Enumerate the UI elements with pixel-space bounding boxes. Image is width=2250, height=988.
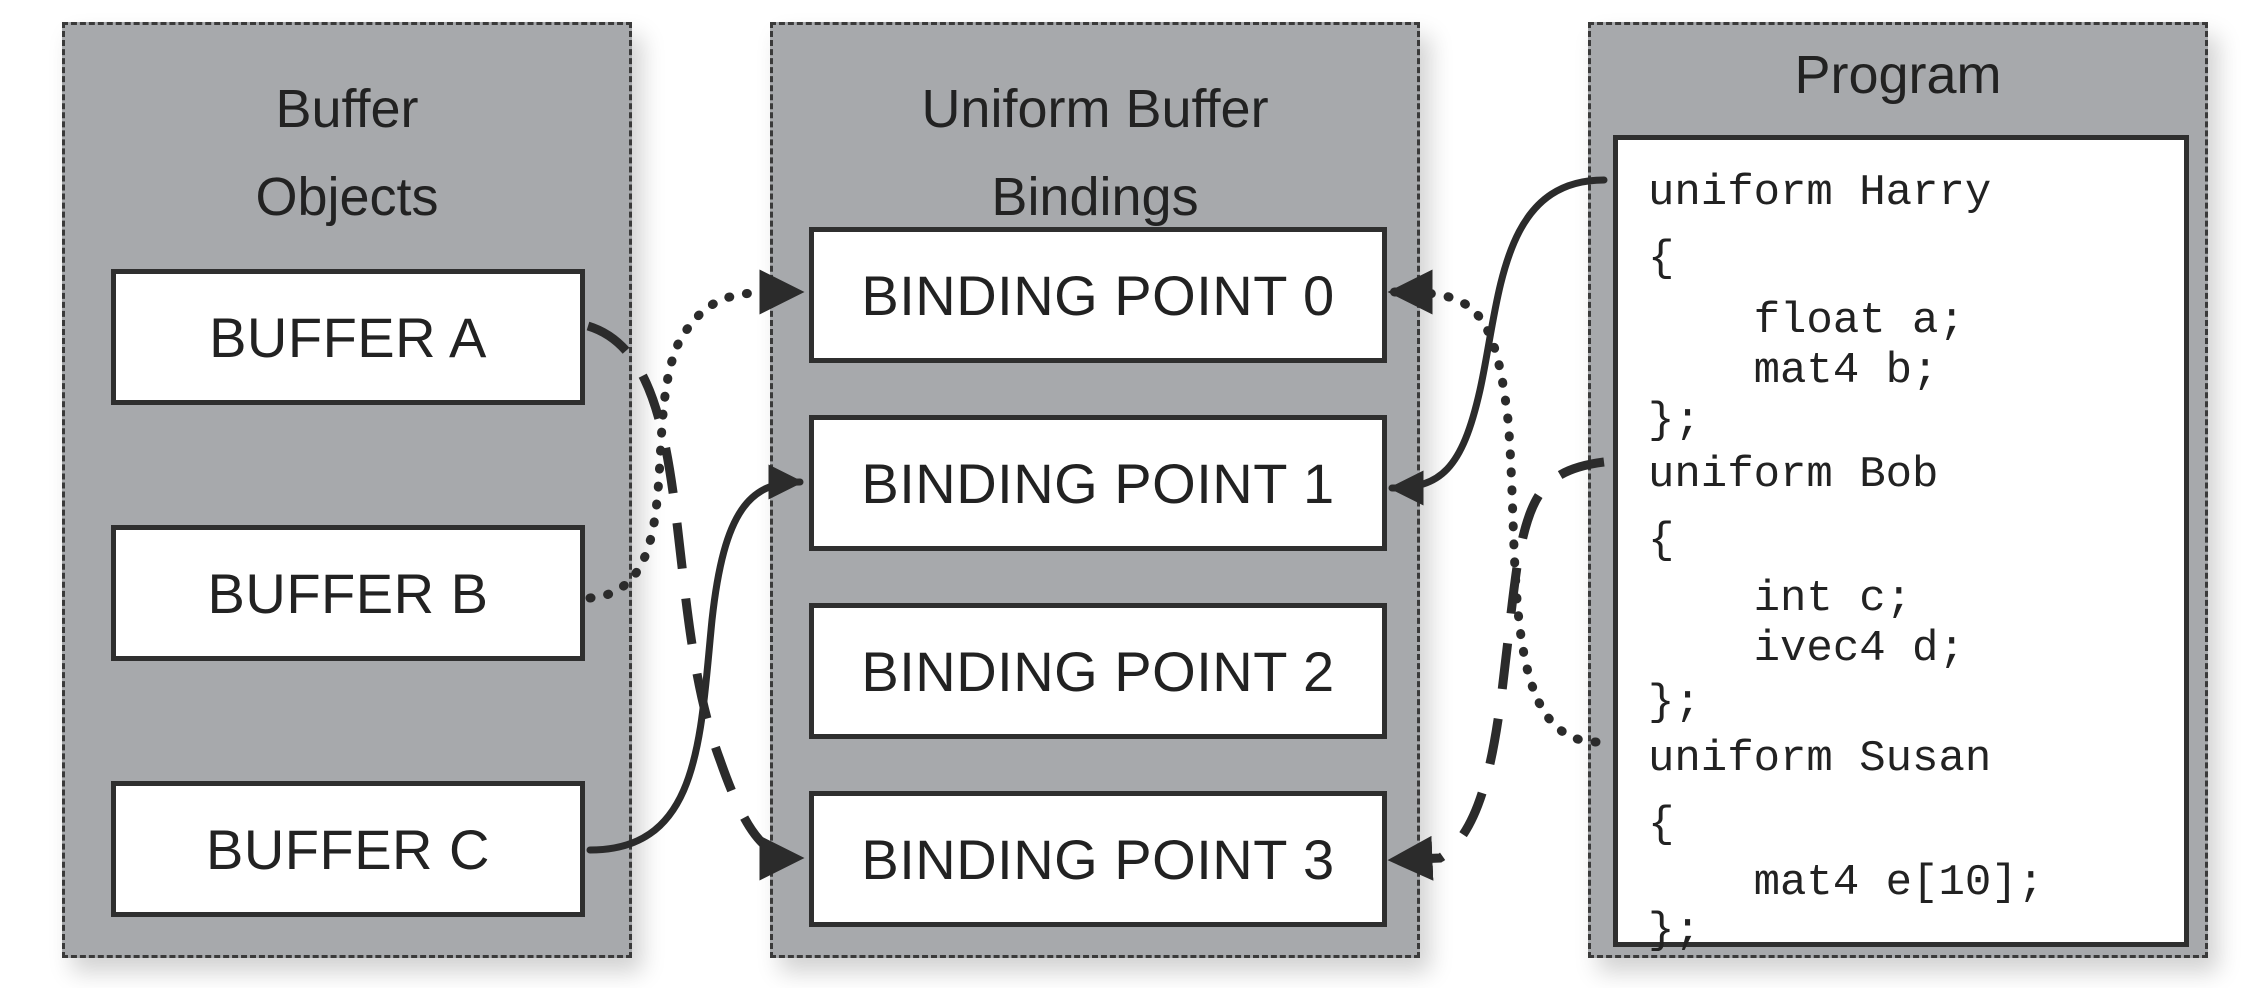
code-line: }; bbox=[1648, 678, 1701, 728]
connection-susan-to-binding-0 bbox=[1387, 269, 1601, 747]
buffer-objects-title: Buffer Objects bbox=[255, 79, 439, 227]
program-panel: Program uniform Harry { float a; mat4 b;… bbox=[1588, 22, 2208, 958]
code-line: mat4 e[10]; bbox=[1648, 858, 2045, 908]
code-line: mat4 b; bbox=[1648, 346, 1939, 396]
connection-harry-to-binding-1 bbox=[1388, 176, 1608, 506]
code-line: int c; bbox=[1648, 574, 1913, 624]
code-line: ivec4 d; bbox=[1648, 624, 1965, 674]
code-line: }; bbox=[1648, 396, 1701, 446]
code-line: uniform Susan bbox=[1648, 734, 1992, 784]
binding-point-1-box: BINDING POINT 1 bbox=[809, 415, 1387, 551]
binding-points-title: Uniform Buffer Bindings bbox=[921, 79, 1269, 227]
connection-buffer-a-to-binding-3 bbox=[586, 321, 805, 881]
code-line: { bbox=[1648, 800, 1675, 850]
buffer-a-box: BUFFER A bbox=[111, 269, 585, 405]
buffer-objects-panel: Buffer Objects BUFFER A BUFFER B BUFFER … bbox=[62, 22, 632, 958]
code-line: }; bbox=[1648, 906, 1701, 956]
program-code-box: uniform Harry { float a; mat4 b; }; unif… bbox=[1613, 135, 2189, 956]
connection-buffer-b-to-binding-0 bbox=[585, 269, 805, 603]
code-line: float a; bbox=[1648, 296, 1965, 346]
buffer-c-box: BUFFER C bbox=[111, 781, 585, 917]
connection-bob-to-binding-3 bbox=[1387, 457, 1605, 881]
code-line: uniform Bob bbox=[1648, 450, 1939, 500]
program-title: Program bbox=[1794, 45, 2002, 105]
binding-point-0-box: BINDING POINT 0 bbox=[809, 227, 1387, 363]
code-line: { bbox=[1648, 516, 1675, 566]
buffer-b-box: BUFFER B bbox=[111, 525, 585, 661]
binding-point-3-box: BINDING POINT 3 bbox=[809, 791, 1387, 927]
binding-point-2-box: BINDING POINT 2 bbox=[809, 603, 1387, 739]
binding-points-panel: Uniform Buffer Bindings BINDING POINT 0 … bbox=[770, 22, 1420, 958]
connection-buffer-c-to-binding-1 bbox=[586, 464, 804, 854]
code-line: uniform Harry bbox=[1648, 168, 1992, 218]
code-line: { bbox=[1648, 234, 1675, 284]
